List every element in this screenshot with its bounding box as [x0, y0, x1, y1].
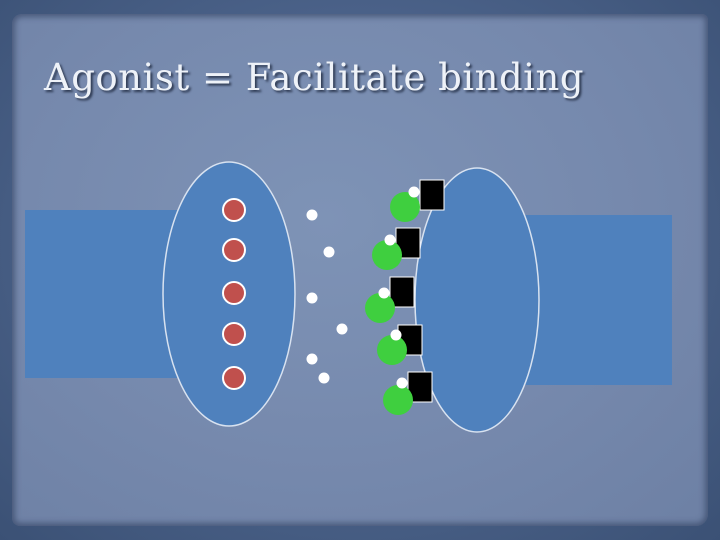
agonist	[383, 385, 413, 415]
neurotransmitter	[306, 209, 318, 221]
receptor	[389, 276, 415, 308]
vesicle	[222, 238, 246, 262]
receptor-site	[377, 324, 423, 365]
neurotransmitter	[336, 323, 348, 335]
neurotransmitter	[396, 377, 408, 389]
neurotransmitter	[306, 353, 318, 365]
vesicle	[222, 198, 246, 222]
neurotransmitter	[306, 292, 318, 304]
neurotransmitter	[378, 287, 390, 299]
receptor-sites	[365, 179, 445, 415]
slide-title: Agonist = Facilitate binding	[44, 56, 585, 99]
neurotransmitter	[318, 372, 330, 384]
vesicles	[222, 198, 246, 390]
agonist	[390, 192, 420, 222]
agonist	[365, 293, 395, 323]
vesicle	[222, 281, 246, 305]
presynaptic-neuron	[25, 161, 296, 427]
vesicle	[222, 322, 246, 346]
neurotransmitter	[323, 246, 335, 258]
agonist	[377, 335, 407, 365]
receptor	[419, 179, 445, 211]
neurotransmitter	[384, 234, 396, 246]
neurotransmitter	[408, 186, 420, 198]
postsynaptic-neuron	[414, 167, 672, 433]
neurotransmitter	[390, 329, 402, 341]
vesicle	[222, 366, 246, 390]
agonist	[372, 240, 402, 270]
receptor-site	[383, 371, 433, 415]
receptor	[407, 371, 433, 403]
receptor-site	[365, 276, 415, 323]
receptor-site	[372, 227, 421, 270]
receptor-site	[390, 179, 445, 222]
postsynaptic-terminal	[414, 167, 540, 433]
neurotransmitters	[306, 209, 348, 384]
